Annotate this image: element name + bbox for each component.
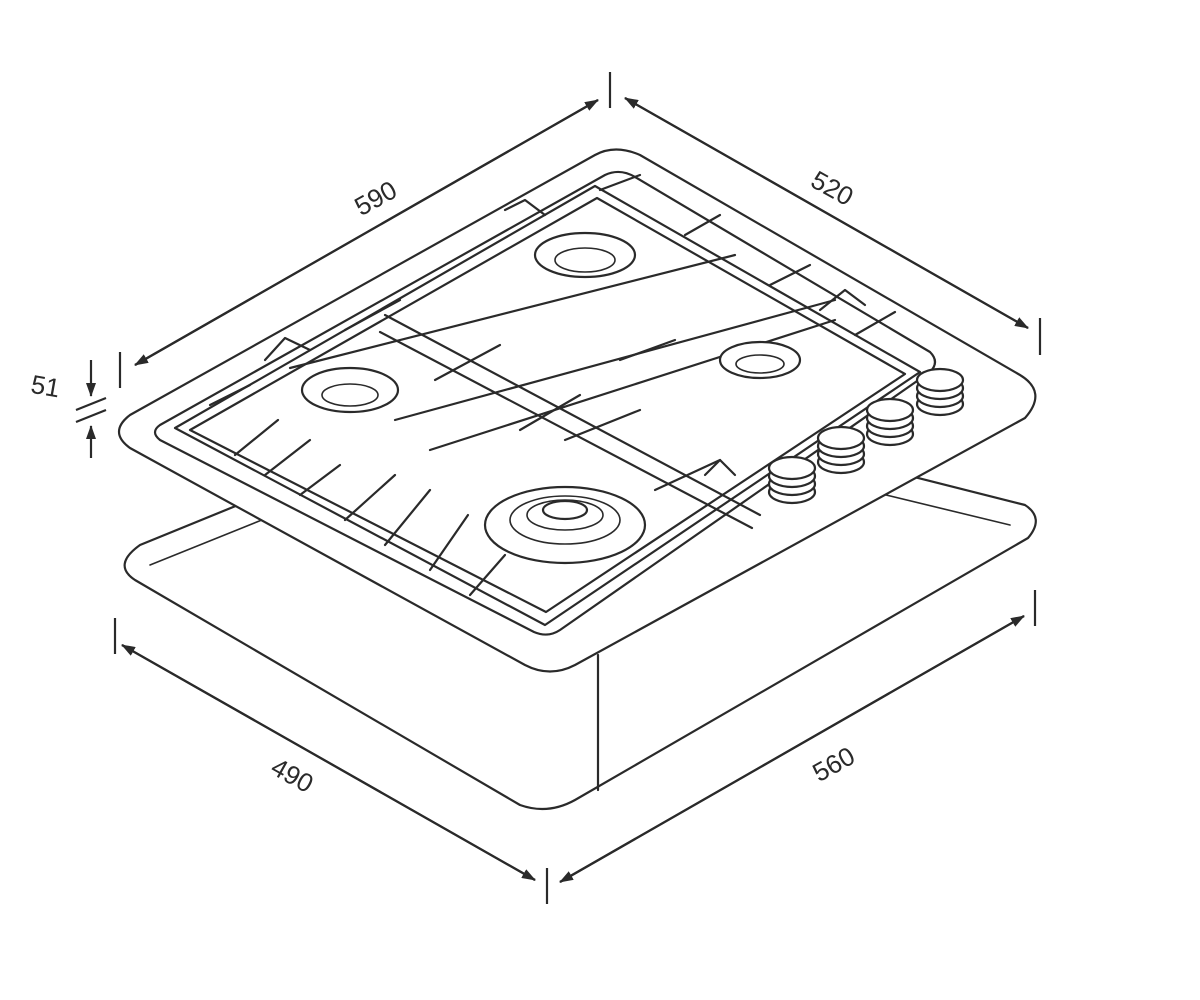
- dimension-label-top-width: 590: [349, 174, 401, 221]
- pan-supports: [173, 173, 922, 627]
- knob-3: [865, 397, 915, 447]
- burner-left: [300, 366, 400, 414]
- burner-front-wok: [483, 485, 647, 565]
- burner-right: [718, 340, 802, 380]
- dimension-height: 51: [29, 360, 107, 458]
- knob-1: [767, 455, 817, 505]
- dimension-label-cutout-width: 560: [807, 740, 859, 787]
- knob-2: [816, 425, 866, 475]
- knob-4: [915, 367, 965, 417]
- dimension-label-cutout-depth: 490: [266, 751, 318, 798]
- burner-back: [533, 231, 637, 279]
- dimension-label-height: 51: [29, 369, 63, 404]
